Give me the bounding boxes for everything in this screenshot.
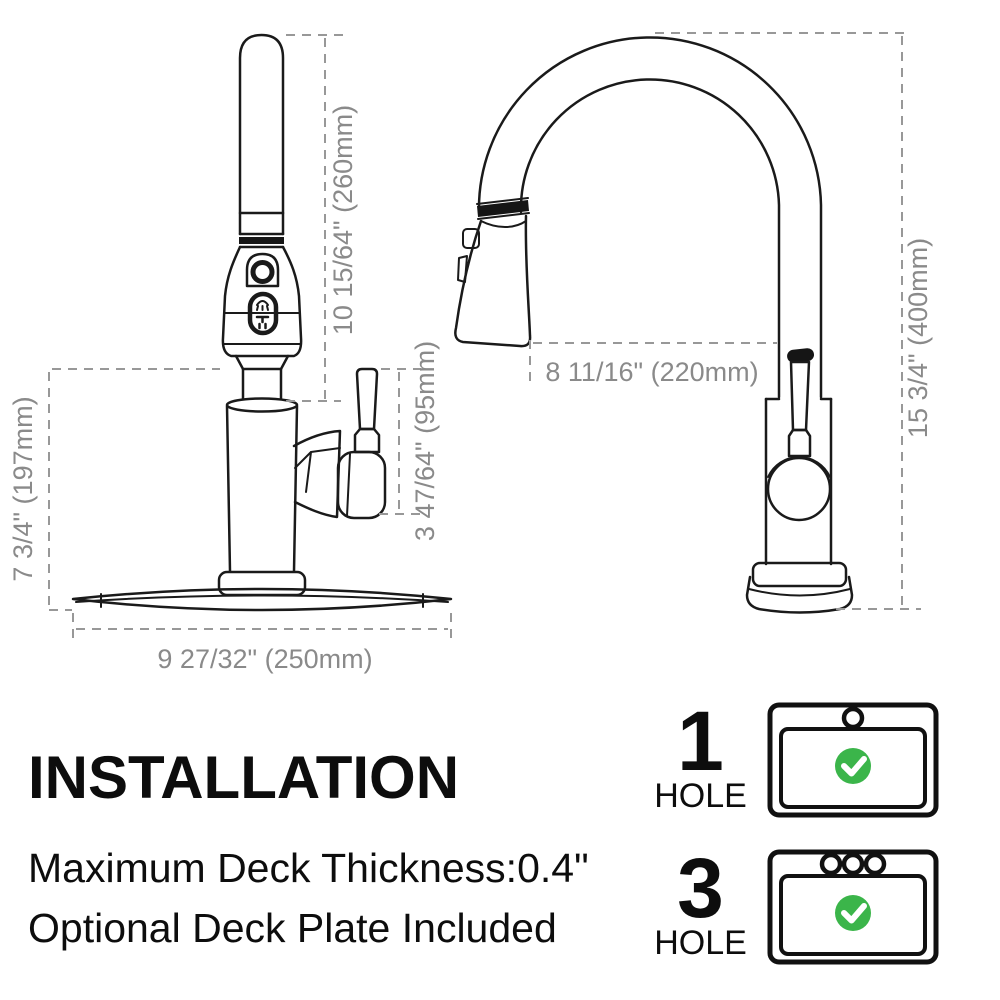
hole-option-1-caption: 1 HOLE [648, 693, 753, 816]
installation-section: INSTALLATION Maximum Deck Thickness:0.4"… [28, 748, 589, 949]
faucet-hole-icon [819, 852, 843, 876]
dim-body-height [48, 368, 220, 611]
spray-toggle-button [247, 291, 279, 336]
hole-label-3: HOLE [654, 924, 747, 963]
deck-plate-note: Optional Deck Plate Included [28, 905, 557, 951]
faucet-front-view-drawing [71, 33, 453, 612]
hole-count-1: 1 [677, 693, 724, 788]
deck-thickness-note: Maximum Deck Thickness:0.4" [28, 845, 589, 891]
spray-head-height-label: 10 15/64" (260mm) [328, 105, 358, 335]
deck-plate [71, 587, 453, 612]
side-spray-button [462, 228, 480, 249]
hole-option-1: 1 HOLE [648, 693, 939, 818]
side-spray-head [454, 197, 532, 348]
hole-option-3: 3 HOLE [648, 840, 939, 965]
deck-plate-width-label: 9 27/32" (250mm) [157, 644, 372, 674]
faucet-hole-icon [841, 706, 865, 730]
dim-deck-plate-width [72, 613, 452, 645]
faucet-hole-icon [841, 852, 865, 876]
faucet-body [217, 397, 307, 597]
stream-icon [255, 315, 270, 324]
dim-overall-height [655, 32, 921, 610]
dim-handle-height [379, 368, 426, 515]
faucet-hole-icon [863, 852, 887, 876]
side-toggle-button [457, 255, 468, 283]
overall-height-label: 15 3/4" (400mm) [903, 238, 933, 438]
front-view-dimension-lines [48, 34, 452, 645]
spray-head [221, 245, 303, 358]
body-height-label: 7 3/4" (197mm) [8, 396, 38, 581]
hole-option-3-caption: 3 HOLE [648, 840, 753, 963]
sink-3-hole-icon [767, 849, 939, 965]
side-handle [292, 367, 387, 520]
spray-icon [256, 300, 269, 306]
hole-count-3: 3 [677, 840, 724, 935]
hole-label-1: HOLE [654, 777, 747, 816]
side-handle-lever [766, 348, 832, 522]
spout-reach-label: 8 11/16" (220mm) [545, 357, 758, 387]
check-icon [835, 895, 871, 931]
spray-wand [238, 33, 285, 249]
side-faucet-base [745, 561, 854, 614]
gooseneck-spout [477, 36, 823, 399]
check-icon [835, 748, 871, 784]
side-faucet-body [764, 397, 833, 566]
faucet-side-view-drawing [454, 36, 854, 614]
dim-spray-head-height [286, 34, 346, 402]
dimension-diagrams: 10 15/64" (260mm) 7 3/4" (197mm) 3 47/64… [8, 32, 933, 674]
sink-1-hole-icon [767, 702, 939, 818]
spout-neck [234, 354, 290, 401]
handle-height-label: 3 47/64" (95mm) [410, 341, 440, 541]
side-view-dimension-lines [529, 32, 921, 610]
dim-spout-reach [529, 340, 777, 383]
spray-mode-button [245, 252, 280, 288]
installation-title: INSTALLATION [28, 744, 460, 811]
